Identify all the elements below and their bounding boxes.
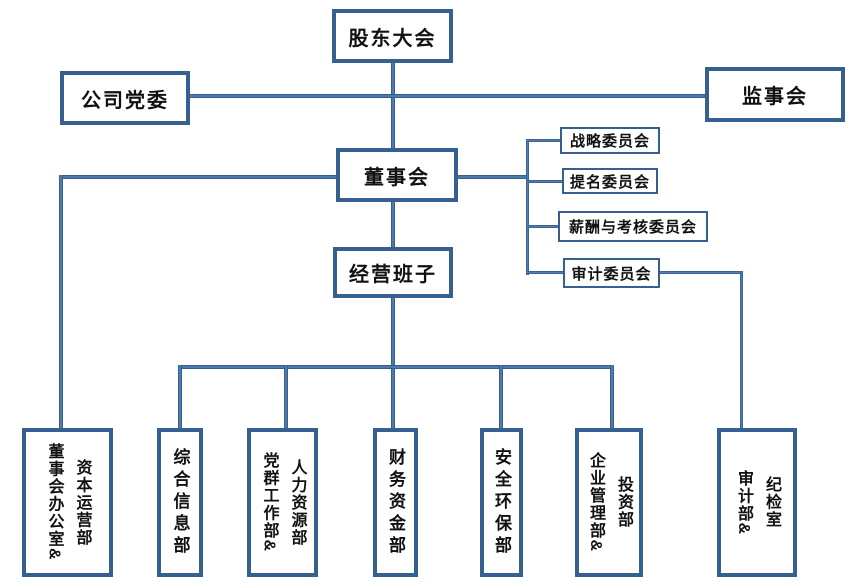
connector-stub-strategy	[526, 139, 562, 142]
connector-down-to-dept1	[59, 175, 63, 428]
dept-general-information: 综合信息部	[157, 428, 203, 577]
connector-drop-dept3	[284, 365, 288, 428]
dept-safety-environment: 安全环保部	[480, 428, 523, 577]
node-board-of-directors: 董事会	[336, 148, 458, 202]
dept-label-column: 董事会办公室&	[45, 443, 63, 562]
connector-drop-dept5	[499, 365, 503, 428]
connector-board-left	[59, 175, 338, 179]
dept-audit-discipline-inspection: 审计部& 纪检室	[717, 428, 797, 577]
connector-party-to-supervisory	[190, 94, 705, 98]
node-party-committee: 公司党委	[60, 71, 190, 125]
node-supervisory-board: 监事会	[705, 67, 845, 122]
connector-audit-right	[658, 271, 743, 274]
connector-management-to-dept4	[391, 298, 395, 428]
connector-stub-remuneration	[526, 225, 560, 228]
committee-remuneration-assessment: 薪酬与考核委员会	[558, 211, 708, 242]
connector-board-to-committee-spine	[458, 175, 528, 179]
node-management-team: 经营班子	[333, 247, 453, 298]
dept-label: 综合信息部	[166, 436, 195, 569]
node-shareholders-meeting: 股东大会	[332, 9, 453, 63]
connector-drop-dept6	[610, 365, 614, 428]
connector-dept-distribution	[178, 365, 614, 369]
dept-label: 审计部& 纪检室	[729, 436, 785, 569]
dept-party-mass-work-human-resources: 党群工作部& 人力资源部	[247, 428, 318, 577]
committee-strategy: 战略委员会	[560, 127, 660, 154]
dept-label: 党群工作部& 人力资源部	[255, 436, 311, 569]
connector-drop-dept2	[178, 365, 182, 428]
dept-label: 企业管理部& 投资部	[581, 436, 637, 569]
connector-audit-to-dept7	[740, 271, 743, 428]
dept-label-column: 财务资金部	[386, 447, 405, 558]
connector-committee-spine	[526, 139, 529, 275]
committee-nomination: 提名委员会	[562, 168, 658, 194]
dept-label-column: 人力资源部	[288, 458, 306, 547]
dept-board-office-capital-operations: 董事会办公室& 资本运营部	[22, 428, 113, 577]
dept-label-column: 企业管理部&	[587, 452, 604, 553]
dept-label-column: 党群工作部&	[260, 452, 278, 553]
dept-label-column: 审计部&	[735, 469, 752, 536]
connector-stub-audit	[526, 271, 565, 274]
dept-enterprise-management-investment: 企业管理部& 投资部	[575, 428, 643, 577]
committee-audit: 审计委员会	[563, 258, 660, 288]
dept-label-column: 综合信息部	[170, 447, 190, 558]
dept-label: 董事会办公室& 资本运营部	[40, 436, 96, 569]
dept-label-column: 纪检室	[763, 476, 780, 529]
dept-label-column: 安全环保部	[492, 447, 511, 558]
dept-label-column: 资本运营部	[73, 458, 91, 547]
connector-stub-nomination	[526, 180, 564, 183]
connector-shareholders-to-board	[391, 63, 395, 148]
dept-label: 安全环保部	[487, 436, 516, 569]
dept-finance-treasury: 财务资金部	[373, 428, 418, 577]
connector-board-to-management	[391, 202, 395, 247]
dept-label-column: 投资部	[615, 476, 632, 529]
dept-label: 财务资金部	[381, 436, 410, 569]
